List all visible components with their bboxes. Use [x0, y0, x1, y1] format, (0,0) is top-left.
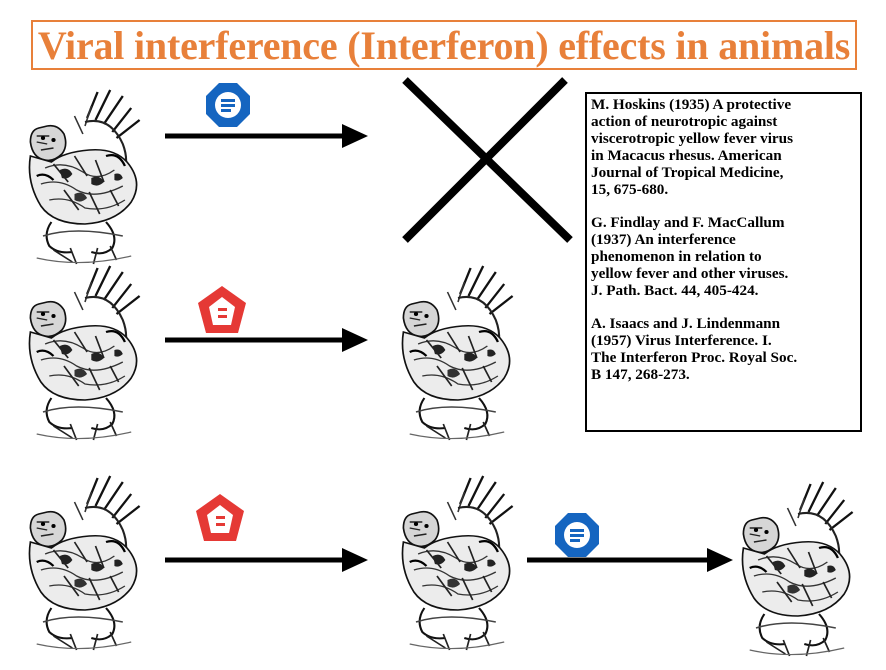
- row-1: [28, 77, 573, 266]
- title-box: Viral interference (Interferon) effects …: [31, 20, 857, 70]
- right-arrow-icon: [342, 124, 368, 148]
- red-virus-icon: [196, 494, 244, 541]
- right-arrow-icon: [707, 548, 733, 572]
- references-box: M. Hoskins (1935) A protective action of…: [585, 92, 862, 432]
- slide-title: Viral interference (Interferon) effects …: [37, 22, 851, 68]
- row-2: [28, 264, 514, 442]
- monkey-icon: [28, 88, 141, 266]
- red-virus-icon: [198, 286, 246, 333]
- reference-findlay: G. Findlay and F. MacCallum (1937) An in…: [591, 214, 789, 299]
- monkey-icon: [401, 474, 514, 652]
- monkey-icon: [741, 480, 854, 658]
- reference-isaacs: A. Isaacs and J. Lindenmann (1957) Virus…: [591, 315, 798, 383]
- reference-hoskins: M. Hoskins (1935) A protective action of…: [591, 96, 794, 198]
- row-3: [28, 474, 854, 658]
- right-arrow-icon: [342, 328, 368, 352]
- blue-virus-icon: [555, 513, 599, 557]
- monkey-icon: [28, 264, 141, 442]
- right-arrow-icon: [342, 548, 368, 572]
- cross-x-icon: [402, 77, 573, 243]
- monkey-icon: [401, 264, 514, 442]
- monkey-icon: [28, 474, 141, 652]
- blue-virus-icon: [206, 83, 250, 127]
